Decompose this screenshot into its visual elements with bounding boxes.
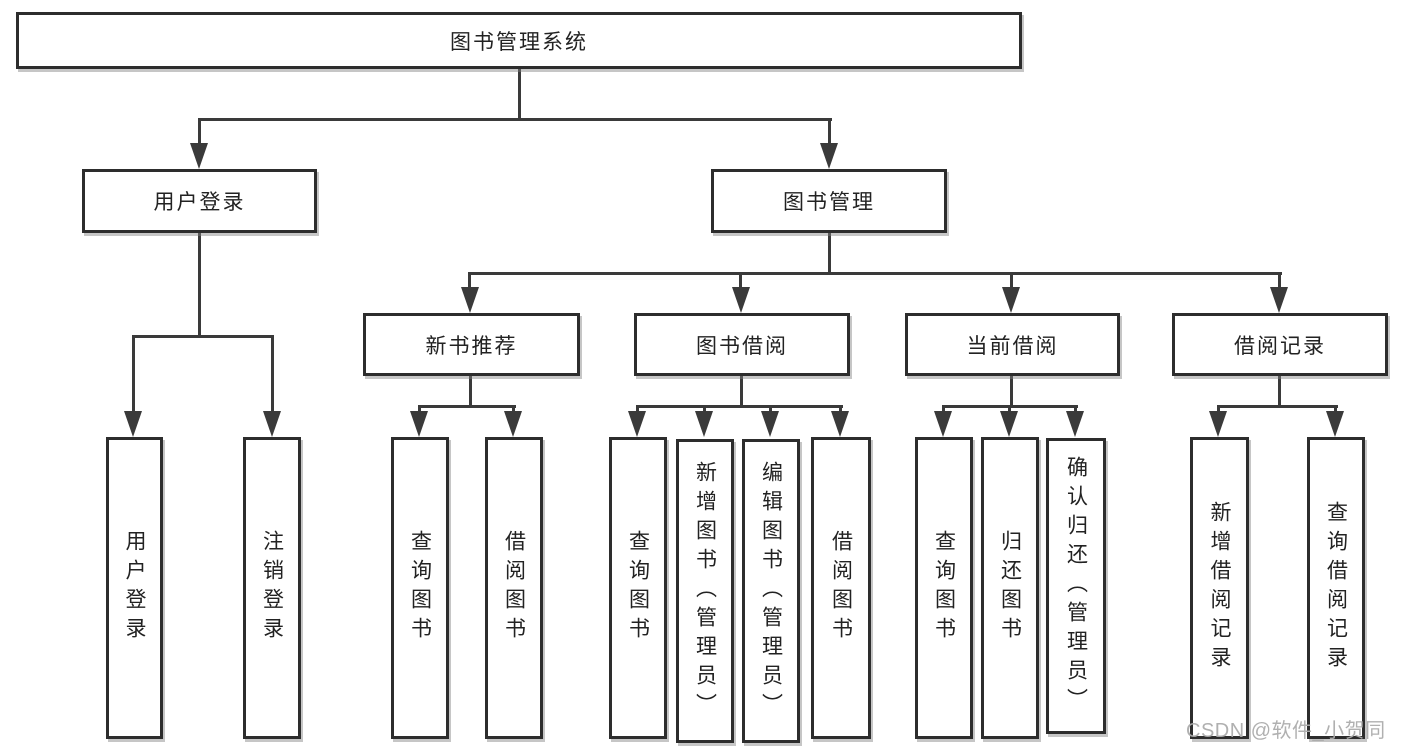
leaf-query-books-borrow: 查询图书 xyxy=(609,437,667,739)
connector-line xyxy=(828,232,831,274)
arrowhead xyxy=(1002,287,1020,313)
node-book-borrow: 图书借阅 xyxy=(634,313,850,376)
leaf-user-login: 用户登录 xyxy=(106,437,163,739)
connector-line xyxy=(132,335,135,415)
leaf-query-borrow-record: 查询借阅记录 xyxy=(1307,437,1365,739)
connector-line xyxy=(1008,405,1011,415)
arrowhead xyxy=(124,411,142,437)
leaf-confirm-return-admin: 确认归还（管理员） xyxy=(1046,438,1106,734)
arrowhead xyxy=(1000,411,1018,437)
arrowhead xyxy=(695,411,713,437)
connector-line xyxy=(1010,376,1013,407)
connector-line xyxy=(418,405,516,408)
arrowhead xyxy=(934,411,952,437)
arrowhead xyxy=(1209,411,1227,437)
node-book-management: 图书管理 xyxy=(711,169,947,233)
arrowhead xyxy=(1326,411,1344,437)
connector-line xyxy=(418,405,421,415)
arrowhead xyxy=(504,411,522,437)
leaf-query-books-recommend: 查询图书 xyxy=(391,437,449,739)
leaf-add-books-admin: 新增图书（管理员） xyxy=(676,439,734,743)
arrowhead xyxy=(831,411,849,437)
node-new-book-recommend: 新书推荐 xyxy=(363,313,580,376)
leaf-borrow-books: 借阅图书 xyxy=(811,437,871,739)
connector-line xyxy=(1217,405,1220,415)
node-current-borrow: 当前借阅 xyxy=(905,313,1120,376)
connector-line xyxy=(942,405,945,415)
connector-line xyxy=(828,118,831,148)
connector-line xyxy=(1278,376,1281,407)
connector-line xyxy=(1217,405,1338,408)
connector-line xyxy=(1010,272,1013,290)
connector-line xyxy=(769,405,772,415)
connector-line xyxy=(512,405,515,415)
connector-line xyxy=(839,405,842,415)
connector-line xyxy=(1334,405,1337,415)
leaf-query-books-current: 查询图书 xyxy=(915,437,973,739)
connector-line xyxy=(198,118,832,121)
arrowhead xyxy=(820,143,838,169)
arrowhead xyxy=(190,143,208,169)
connector-line xyxy=(198,233,201,337)
arrowhead xyxy=(1066,411,1084,437)
leaf-edit-books-admin: 编辑图书（管理员） xyxy=(742,439,800,743)
arrowhead xyxy=(461,287,479,313)
arrowhead xyxy=(732,287,750,313)
connector-line xyxy=(739,272,742,290)
arrowhead xyxy=(1270,287,1288,313)
connector-line xyxy=(636,405,639,415)
leaf-logout: 注销登录 xyxy=(243,437,301,739)
connector-line xyxy=(740,376,743,407)
connector-line xyxy=(132,335,274,338)
leaf-add-borrow-record: 新增借阅记录 xyxy=(1190,437,1249,739)
connector-line xyxy=(1074,405,1077,415)
arrowhead xyxy=(263,411,281,437)
csdn-watermark: CSDN @软件_小贺同学 xyxy=(1186,720,1386,742)
node-user-login: 用户登录 xyxy=(82,169,317,233)
connector-line xyxy=(468,272,1282,275)
leaf-borrow-books-recommend: 借阅图书 xyxy=(485,437,543,739)
node-borrow-records: 借阅记录 xyxy=(1172,313,1388,376)
connector-line xyxy=(1278,272,1281,290)
connector-line xyxy=(703,405,706,415)
connector-line xyxy=(518,69,521,120)
connector-line xyxy=(271,335,274,415)
connector-line xyxy=(468,272,471,290)
arrowhead xyxy=(628,411,646,437)
connector-line xyxy=(636,405,843,408)
connector-line xyxy=(198,118,201,148)
arrowhead xyxy=(761,411,779,437)
connector-line xyxy=(469,376,472,407)
arrowhead xyxy=(410,411,428,437)
node-root: 图书管理系统 xyxy=(16,12,1022,69)
leaf-return-books: 归还图书 xyxy=(981,437,1039,739)
